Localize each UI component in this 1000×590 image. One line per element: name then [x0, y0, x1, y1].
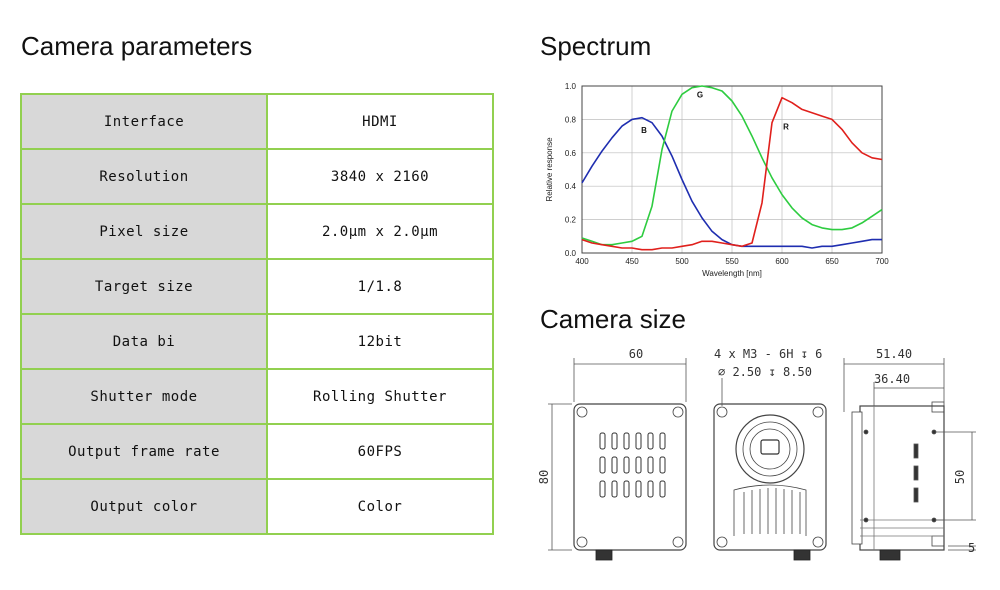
param-row-target-size: Target size 1/1.8 — [20, 258, 494, 315]
param-key: Output color — [20, 478, 268, 535]
y-tick-label: 0.8 — [565, 115, 577, 124]
series-label-r: R — [783, 122, 789, 131]
x-axis-label: Wavelength [nm] — [702, 269, 762, 278]
chart-series — [581, 85, 883, 251]
dimension-hole-spacing: 50 — [953, 470, 967, 484]
plot-frame — [581, 85, 883, 254]
param-key: Data bi — [20, 313, 268, 370]
dimension-bottom-offset: 5 — [968, 541, 975, 555]
param-key: Target size — [20, 258, 268, 315]
series-line-g — [581, 85, 883, 246]
dimension-width: 60 — [629, 347, 643, 361]
param-row-frame-rate: Output frame rate 60FPS — [20, 423, 494, 480]
y-tick-label: 1.0 — [565, 82, 577, 91]
y-tick-label: 0.2 — [565, 216, 577, 225]
dimension-side-total: 51.40 — [876, 347, 912, 361]
param-value: Color — [266, 478, 494, 535]
x-tick-label: 650 — [825, 257, 839, 266]
param-key: Resolution — [20, 148, 268, 205]
spectrum-chart: 400 450 500 550 600 650 700 0.0 0.2 0.4 0.6 0.8 1.0… — [545, 82, 889, 278]
camera-side-view — [843, 358, 976, 561]
spectrum-title: Spectrum — [540, 31, 652, 61]
dimension-height: 80 — [538, 470, 551, 484]
y-axis-label: Relative response — [545, 137, 554, 202]
y-tick-label: 0.6 — [565, 149, 577, 158]
y-tick-label: 0.4 — [565, 182, 577, 191]
param-key: Pixel size — [20, 203, 268, 260]
thread-spec-line1: 4 x M3 - 6H ↧ 6 — [714, 347, 822, 361]
camera-front-view — [713, 378, 827, 561]
param-value: 2.0μm x 2.0μm — [266, 203, 494, 260]
thread-spec-line2: ⌀ 2.50 ↧ 8.50 — [718, 365, 812, 379]
param-value: Rolling Shutter — [266, 368, 494, 425]
dimension-side-body: 36.40 — [874, 372, 910, 386]
camera-parameters-title: Camera parameters — [21, 31, 253, 61]
param-value: 3840 x 2160 — [266, 148, 494, 205]
param-value: 1/1.8 — [266, 258, 494, 315]
camera-size-title: Camera size — [540, 304, 686, 334]
camera-size-drawing: 60 80 4 x M3 - 6H ↧ 6 ⌀ 2.50 ↧ 8.50 — [538, 347, 976, 561]
series-label-b: B — [641, 126, 647, 135]
series-labels: B G R — [641, 91, 789, 135]
param-key: Interface — [20, 93, 268, 150]
param-value: 12bit — [266, 313, 494, 370]
param-value: 60FPS — [266, 423, 494, 480]
y-axis-ticks: 0.0 0.2 0.4 0.6 0.8 1.0 — [565, 82, 577, 258]
x-axis-ticks: 400 450 500 550 600 650 700 — [575, 257, 889, 266]
x-tick-label: 400 — [575, 257, 589, 266]
param-row-resolution: Resolution 3840 x 2160 — [20, 148, 494, 205]
param-key: Shutter mode — [20, 368, 268, 425]
x-tick-label: 500 — [675, 257, 689, 266]
y-tick-label: 0.0 — [565, 249, 577, 258]
param-row-interface: Interface HDMI — [20, 93, 494, 150]
param-row-shutter-mode: Shutter mode Rolling Shutter — [20, 368, 494, 425]
param-value: HDMI — [266, 93, 494, 150]
param-row-output-color: Output color Color — [20, 478, 494, 535]
x-tick-label: 700 — [875, 257, 889, 266]
chart-grid — [581, 85, 883, 254]
param-row-data-bit: Data bi 12bit — [20, 313, 494, 370]
x-tick-label: 550 — [725, 257, 739, 266]
series-label-g: G — [697, 91, 703, 100]
camera-back-view — [548, 358, 687, 561]
param-row-pixel-size: Pixel size 2.0μm x 2.0μm — [20, 203, 494, 260]
series-line-r — [581, 96, 883, 251]
camera-parameters-table: Interface HDMI Resolution 3840 x 2160 Pi… — [20, 93, 494, 535]
param-key: Output frame rate — [20, 423, 268, 480]
x-tick-label: 450 — [625, 257, 639, 266]
x-tick-label: 600 — [775, 257, 789, 266]
